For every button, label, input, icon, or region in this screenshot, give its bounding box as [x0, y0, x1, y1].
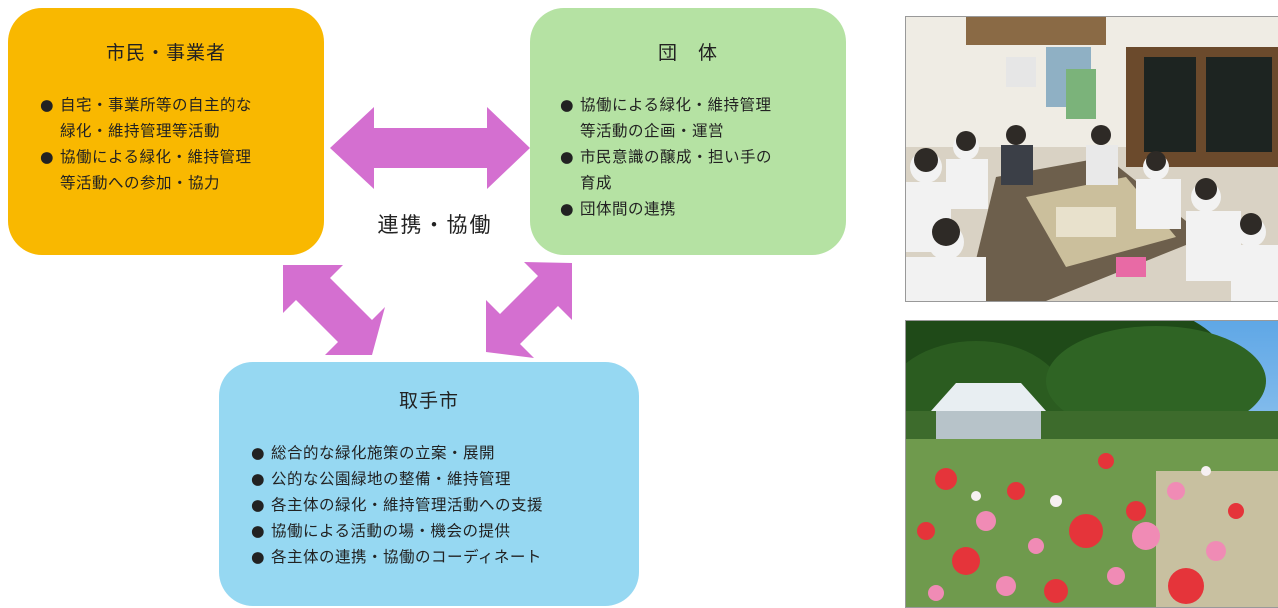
groups-box: 団 体 ● 協働による緑化・維持管理 等活動の企画・運営 ● 市民意識の醸成・担い手… — [530, 8, 846, 255]
list-item: ● 団体間の連携 — [560, 196, 840, 222]
groups-list: ● 協働による緑化・維持管理 等活動の企画・運営 ● 市民意識の醸成・担い手の 育成… — [560, 92, 840, 222]
list-item: ● 総合的な緑化施策の立案・展開 — [251, 440, 631, 466]
collaboration-label: 連携・協働 — [377, 213, 493, 237]
bullet-icon: ● — [560, 200, 575, 218]
bullet-icon: ● — [251, 444, 266, 462]
list-item-text: 自宅・事業所等の自主的な 緑化・維持管理等活動 — [60, 96, 253, 140]
collaboration-arrows — [283, 107, 572, 358]
city-list: ● 総合的な緑化施策の立案・展開 ● 公的な公園緑地の整備・維持管理 ● 各主体の緑化… — [251, 440, 631, 570]
list-item-text: 各主体の連携・協働のコーディネート — [271, 548, 542, 566]
poppy-field-photo — [905, 320, 1278, 608]
citizens-box: 市民・事業者 ● 自宅・事業所等の自主的な 緑化・維持管理等活動 ● 協働による緑化… — [8, 8, 324, 255]
bullet-icon: ● — [40, 96, 55, 114]
city-box: 取手市 ● 総合的な緑化施策の立案・展開 ● 公的な公園緑地の整備・維持管理 ● 各主… — [219, 362, 639, 606]
list-item-text: 協働による緑化・維持管理 等活動への参加・協力 — [60, 148, 252, 192]
citizens-title: 市民・事業者 — [105, 42, 226, 64]
list-item-text: 公的な公園緑地の整備・維持管理 — [271, 470, 512, 488]
citizens-list: ● 自宅・事業所等の自主的な 緑化・維持管理等活動 ● 協働による緑化・維持管理 等… — [40, 92, 320, 196]
bullet-icon: ● — [560, 148, 575, 166]
bullet-icon: ● — [251, 522, 266, 540]
list-item-text: 団体間の連携 — [580, 200, 677, 218]
list-item-text: 協働による緑化・維持管理 等活動の企画・運営 — [580, 96, 772, 140]
list-item: ● 各主体の連携・協働のコーディネート — [251, 544, 631, 570]
arrow-groups-city — [486, 262, 572, 358]
city-title: 取手市 — [398, 390, 459, 412]
list-item: ● 各主体の緑化・維持管理活動への支援 — [251, 492, 631, 518]
list-item: ● 協働による緑化・維持管理 等活動への参加・協力 — [40, 144, 320, 196]
bullet-icon: ● — [251, 470, 266, 488]
list-item: ● 公的な公園緑地の整備・維持管理 — [251, 466, 631, 492]
list-item-text: 総合的な緑化施策の立案・展開 — [271, 444, 496, 462]
meeting-illustration — [906, 17, 1278, 301]
list-item-text: 市民意識の醸成・担い手の 育成 — [580, 148, 773, 192]
bullet-icon: ● — [560, 96, 575, 114]
list-item-text: 各主体の緑化・維持管理活動への支援 — [271, 496, 544, 514]
bullet-icon: ● — [40, 148, 55, 166]
list-item: ● 協働による緑化・維持管理 等活動の企画・運営 — [560, 92, 840, 144]
bullet-icon: ● — [251, 496, 266, 514]
meeting-photo — [905, 16, 1278, 302]
bullet-icon: ● — [251, 548, 266, 566]
arrow-citizens-groups — [330, 107, 530, 189]
arrow-citizens-city — [283, 265, 385, 355]
list-item: ● 市民意識の醸成・担い手の 育成 — [560, 144, 840, 196]
groups-title: 団 体 — [657, 42, 718, 64]
list-item: ● 協働による活動の場・機会の提供 — [251, 518, 631, 544]
list-item: ● 自宅・事業所等の自主的な 緑化・維持管理等活動 — [40, 92, 320, 144]
list-item-text: 協働による活動の場・機会の提供 — [271, 522, 511, 540]
poppy-field-illustration — [906, 321, 1278, 607]
